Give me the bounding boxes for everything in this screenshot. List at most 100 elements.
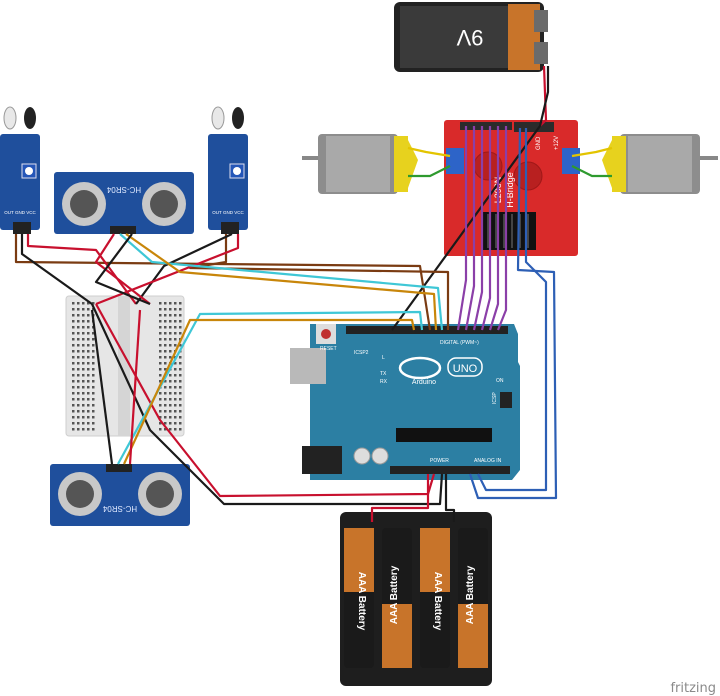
breadboard-hole bbox=[179, 308, 182, 311]
breadboard-hole bbox=[72, 416, 75, 419]
breadboard-hole bbox=[164, 338, 167, 341]
breadboard-hole bbox=[164, 362, 167, 365]
battery-9v: 9V bbox=[394, 2, 548, 72]
breadboard-hole bbox=[77, 410, 80, 413]
breadboard-hole bbox=[179, 326, 182, 329]
arduino-reset-label: RESET bbox=[320, 346, 337, 352]
ultrasonic-top-label: HC-SR04 bbox=[106, 185, 141, 194]
breadboard-hole bbox=[72, 398, 75, 401]
breadboard-hole bbox=[174, 362, 177, 365]
breadboard-hole bbox=[82, 404, 85, 407]
breadboard-hole bbox=[164, 422, 167, 425]
aaa-cell: AAA Battery bbox=[382, 528, 412, 668]
breadboard-hole bbox=[174, 422, 177, 425]
breadboard-hole bbox=[92, 410, 95, 413]
breadboard-hole bbox=[164, 308, 167, 311]
breadboard-hole bbox=[77, 398, 80, 401]
breadboard-hole bbox=[174, 398, 177, 401]
aaa-cell: AAA Battery bbox=[458, 528, 488, 668]
arduino-uno: RESET ICSP2 ICSP DIGITAL (PWM~) ANALOG I… bbox=[290, 324, 520, 480]
breadboard-hole bbox=[72, 344, 75, 347]
breadboard-hole bbox=[179, 332, 182, 335]
battery-9v-label: 9V bbox=[456, 25, 483, 50]
breadboard-hole bbox=[179, 422, 182, 425]
breadboard-hole bbox=[159, 380, 162, 383]
breadboard-hole bbox=[87, 308, 90, 311]
breadboard-hole bbox=[92, 332, 95, 335]
arduino-icsp-label: ICSP bbox=[492, 392, 498, 404]
motor-left bbox=[302, 134, 418, 194]
breadboard-hole bbox=[169, 314, 172, 317]
breadboard-hole bbox=[169, 302, 172, 305]
breadboard-hole bbox=[169, 410, 172, 413]
breadboard-hole bbox=[179, 392, 182, 395]
breadboard-hole bbox=[87, 302, 90, 305]
breadboard-hole bbox=[72, 386, 75, 389]
breadboard-hole bbox=[72, 326, 75, 329]
breadboard-hole bbox=[174, 392, 177, 395]
breadboard-hole bbox=[82, 344, 85, 347]
breadboard-hole bbox=[159, 362, 162, 365]
breadboard-hole bbox=[179, 368, 182, 371]
breadboard-hole bbox=[87, 320, 90, 323]
breadboard-hole bbox=[77, 422, 80, 425]
breadboard-hole bbox=[164, 314, 167, 317]
breadboard-hole bbox=[164, 404, 167, 407]
breadboard-hole bbox=[159, 398, 162, 401]
aaa-cell-label: AAA Battery bbox=[389, 565, 400, 624]
breadboard-hole bbox=[169, 386, 172, 389]
breadboard-hole bbox=[159, 326, 162, 329]
breadboard-hole bbox=[174, 380, 177, 383]
aaa-cell-label: AAA Battery bbox=[356, 572, 367, 631]
breadboard-hole bbox=[87, 338, 90, 341]
arduino-led-rx-label: RX bbox=[380, 379, 388, 385]
breadboard-hole bbox=[164, 350, 167, 353]
breadboard-hole bbox=[164, 356, 167, 359]
breadboard-hole bbox=[174, 332, 177, 335]
breadboard-hole bbox=[87, 374, 90, 377]
breadboard-hole bbox=[92, 386, 95, 389]
breadboard-hole bbox=[82, 314, 85, 317]
breadboard-hole bbox=[174, 320, 177, 323]
aaa-cell-label: AAA Battery bbox=[465, 565, 476, 624]
breadboard-hole bbox=[174, 368, 177, 371]
breadboard-hole bbox=[179, 380, 182, 383]
breadboard-hole bbox=[82, 380, 85, 383]
breadboard-hole bbox=[179, 374, 182, 377]
breadboard-hole bbox=[87, 350, 90, 353]
breadboard-hole bbox=[82, 386, 85, 389]
breadboard-hole bbox=[77, 386, 80, 389]
breadboard-hole bbox=[174, 314, 177, 317]
breadboard-hole bbox=[72, 314, 75, 317]
breadboard-hole bbox=[72, 350, 75, 353]
breadboard-hole bbox=[164, 380, 167, 383]
breadboard-hole bbox=[169, 422, 172, 425]
breadboard-hole bbox=[92, 368, 95, 371]
breadboard-hole bbox=[77, 314, 80, 317]
breadboard-hole bbox=[72, 356, 75, 359]
arduino-brand-label: Arduino bbox=[412, 379, 436, 386]
breadboard-hole bbox=[87, 416, 90, 419]
ir-sensor-left: OUT GND VCC bbox=[0, 106, 40, 234]
breadboard-hole bbox=[179, 302, 182, 305]
breadboard-hole bbox=[92, 374, 95, 377]
breadboard-hole bbox=[87, 380, 90, 383]
breadboard-hole bbox=[169, 404, 172, 407]
breadboard-hole bbox=[174, 404, 177, 407]
breadboard-hole bbox=[82, 422, 85, 425]
breadboard-hole bbox=[159, 410, 162, 413]
breadboard bbox=[65, 295, 185, 437]
breadboard-hole bbox=[179, 314, 182, 317]
breadboard-hole bbox=[77, 326, 80, 329]
breadboard-hole bbox=[159, 350, 162, 353]
breadboard-hole bbox=[82, 398, 85, 401]
aaa-cell: AAA Battery bbox=[344, 528, 374, 668]
breadboard-hole bbox=[87, 356, 90, 359]
breadboard-hole bbox=[169, 380, 172, 383]
breadboard-hole bbox=[82, 350, 85, 353]
breadboard-hole bbox=[174, 344, 177, 347]
breadboard-hole bbox=[169, 398, 172, 401]
breadboard-hole bbox=[72, 332, 75, 335]
breadboard-hole bbox=[164, 386, 167, 389]
breadboard-hole bbox=[87, 344, 90, 347]
